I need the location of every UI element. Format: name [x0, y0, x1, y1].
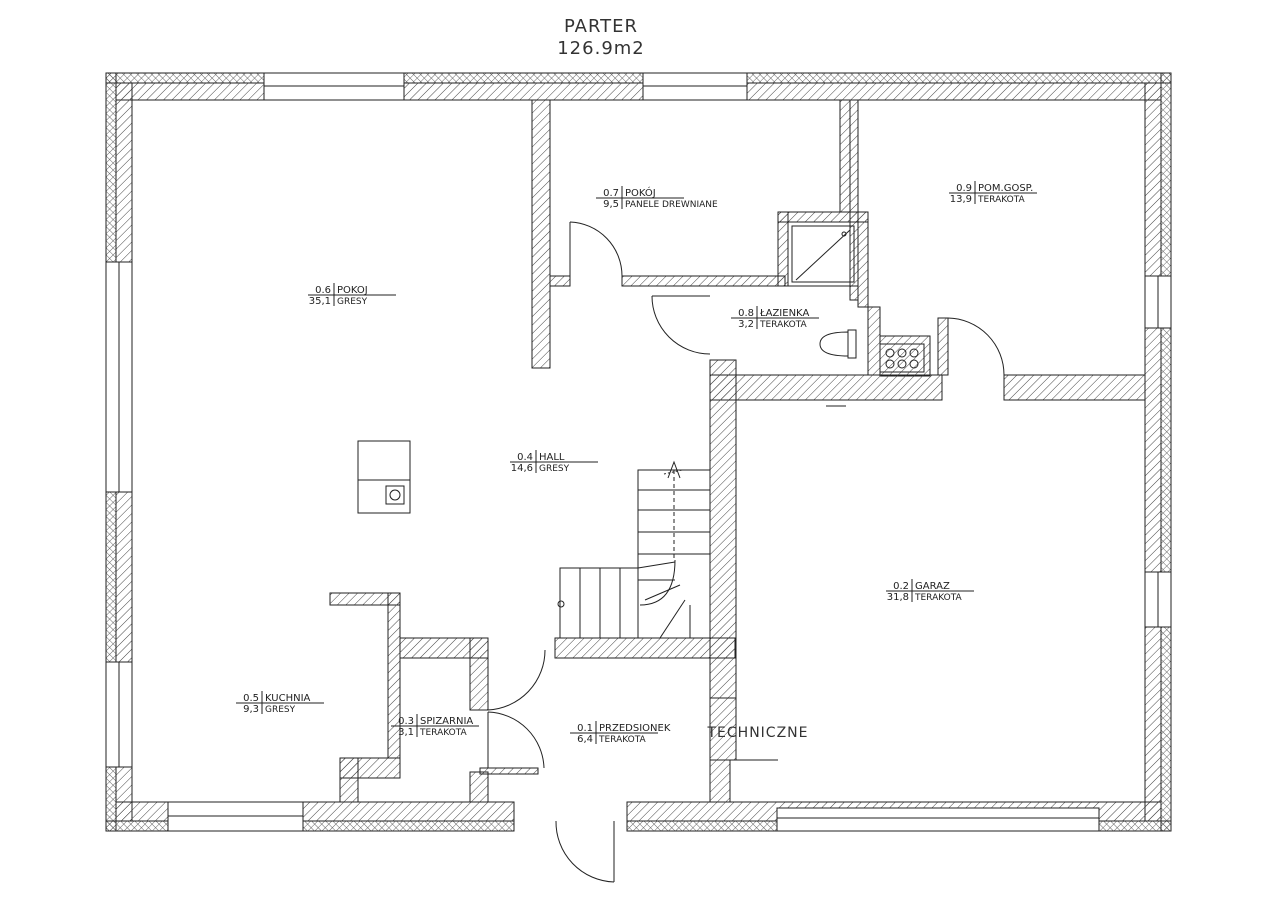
room-number: 0.5	[243, 693, 259, 704]
room-name: POM.GOSP.	[978, 183, 1033, 194]
room-number: 0.7	[603, 188, 619, 199]
room-area: 9,5	[603, 199, 619, 210]
room-garaz-02-label: 0.2 GARAZ 31,8 TERAKOTA	[886, 579, 974, 603]
room-pom-gosp-09-label: 0.9 POM.GOSP. 13,9 TERAKOTA	[949, 181, 1037, 205]
room-area: 35,1	[309, 296, 331, 307]
room-material: TERAKOTA	[914, 593, 963, 603]
room-przedsionek-01-label: 0.1 PRZEDSIONEK 6,4 TERAKOTA	[570, 721, 671, 745]
room-name: SPIZARNIA	[420, 716, 473, 727]
interior-walls	[329, 99, 1146, 803]
room-lazienka-08-label: 0.8 ŁAZIENKA 3,2 TERAKOTA	[731, 306, 819, 330]
room-material: PANELE DREWNIANE	[625, 200, 718, 210]
room-name: PRZEDSIONEK	[599, 723, 671, 734]
room-material: TERAKOTA	[598, 735, 647, 745]
room-name: GARAZ	[915, 581, 950, 592]
room-number: 0.3	[398, 716, 414, 727]
windows	[105, 72, 1172, 832]
room-name: ŁAZIENKA	[759, 308, 809, 319]
room-area: 14,6	[511, 463, 533, 474]
label-techniczne: TECHNICZNE	[707, 725, 809, 741]
room-material: GRESY	[265, 705, 296, 715]
plan-title: PARTER	[564, 16, 638, 37]
doors	[487, 221, 1005, 883]
room-material: TERAKOTA	[977, 195, 1026, 205]
room-material: GRESY	[337, 297, 368, 307]
room-number: 0.8	[738, 308, 754, 319]
room-area: 3,1	[398, 727, 414, 738]
room-kuchnia-05-label: 0.5 KUCHNIA 9,3 GRESY	[236, 691, 324, 715]
room-material: GRESY	[539, 464, 570, 474]
room-number: 0.2	[893, 581, 909, 592]
room-name: HALL	[539, 452, 565, 463]
room-pokoj-07-label: 0.7 POKÓJ 9,5 PANELE DREWNIANE	[596, 186, 718, 210]
room-pokoj-06-label: 0.6 POKOJ 35,1 GRESY	[308, 283, 396, 307]
room-area: 3,2	[738, 319, 754, 330]
room-area: 9,3	[243, 704, 259, 715]
room-name: POKOJ	[337, 285, 368, 296]
room-name: KUCHNIA	[265, 693, 311, 704]
room-hall-04-label: 0.4 HALL 14,6 GRESY	[510, 450, 598, 474]
room-area: 13,9	[950, 194, 972, 205]
room-name: POKÓJ	[625, 186, 656, 199]
staircase	[557, 460, 711, 639]
fixtures	[357, 221, 925, 514]
plan-area: 126.9m2	[557, 38, 645, 59]
room-material: TERAKOTA	[759, 320, 808, 330]
room-number: 0.9	[956, 183, 972, 194]
room-spizarnia-03-label: 0.3 SPIZARNIA 3,1 TERAKOTA	[391, 714, 479, 738]
room-number: 0.4	[517, 452, 533, 463]
room-area: 6,4	[577, 734, 593, 745]
room-number: 0.6	[315, 285, 331, 296]
room-material: TERAKOTA	[419, 728, 468, 738]
room-area: 31,8	[887, 592, 909, 603]
room-number: 0.1	[577, 723, 593, 734]
